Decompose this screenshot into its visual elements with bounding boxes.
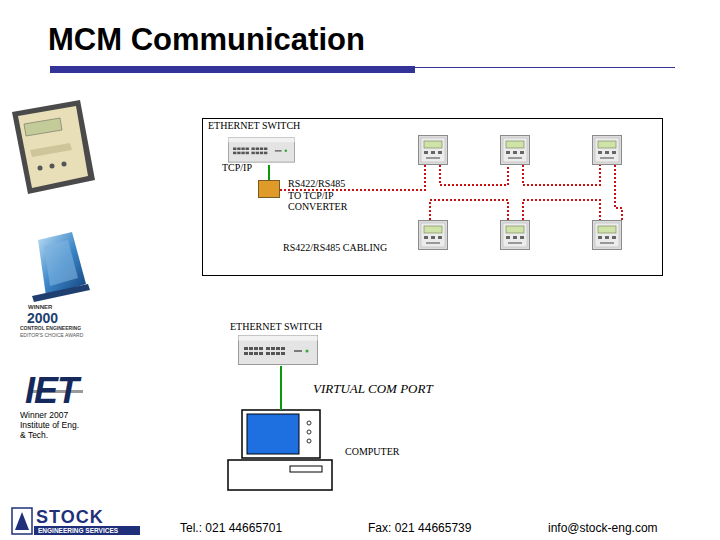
link-label: VIRTUAL COM PORT <box>313 382 433 397</box>
footer-text: Fax: 021 44665739 <box>368 522 471 536</box>
company-logo: ENGINEERING SERVICES <box>38 526 118 535</box>
link-label: TCP/IP <box>222 162 252 174</box>
company-logo: STOCK <box>36 507 104 528</box>
network-link <box>280 366 282 410</box>
protocol-converter: RS422/RS485 TO TCP/IP CONVERTER <box>258 180 280 198</box>
iet-logo: IET <box>25 370 78 411</box>
computer: COMPUTER <box>242 410 320 458</box>
node-label: ETHERNET SWITCH <box>230 321 330 333</box>
award-text: EDITOR'S CHOICE AWARD <box>20 333 83 339</box>
slide-title: MCM Communication <box>48 22 365 58</box>
award-year: 2000 <box>27 310 58 326</box>
footer-text: info@stock-eng.com <box>548 522 658 536</box>
ethernet-switch: ETHERNET SWITCH <box>205 119 305 165</box>
award-text: WINNER <box>28 304 52 311</box>
footer-text: Tel.: 021 44665701 <box>180 522 282 536</box>
ethernet-switch: ETHERNET SWITCH <box>228 320 323 366</box>
award-note: Winner 2007 Institute of Eng. & Tech. <box>20 410 84 441</box>
cabling-label: RS422/RS485 CABLING <box>283 242 387 254</box>
node-label: ETHERNET SWITCH <box>208 120 308 132</box>
network-link <box>268 165 270 180</box>
node-label: RS422/RS485 TO TCP/IP CONVERTER <box>288 178 354 213</box>
node-label: COMPUTER <box>345 446 415 458</box>
award-text: CONTROL ENGINEERING <box>20 326 81 332</box>
